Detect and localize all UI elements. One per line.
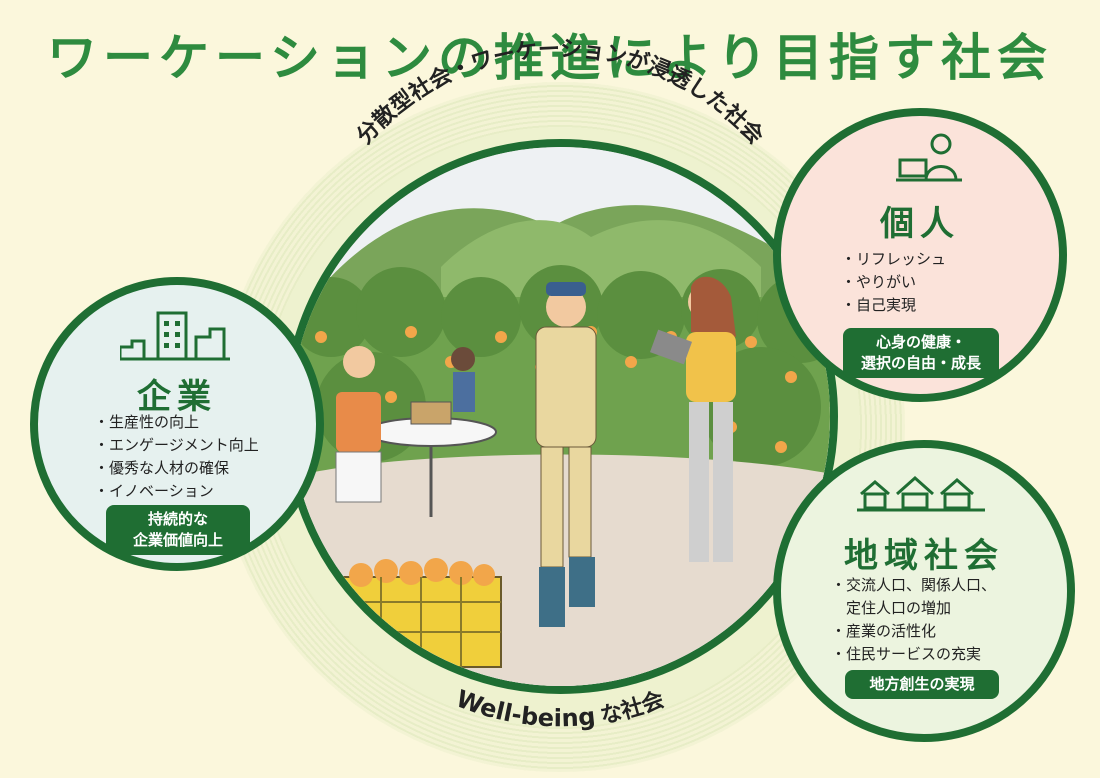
bottom-caption: Well-beingな社会	[452, 685, 667, 733]
list-item: 自己実現	[841, 294, 946, 317]
chiiki-badge: 地方創生の実現	[845, 670, 999, 699]
kigyo-list: 生産性の向上 エンゲージメント向上 優秀な人材の確保 イノベーション	[94, 411, 259, 503]
orchard-scene	[283, 139, 838, 694]
list-item: 交流人口、関係人口、	[831, 574, 996, 597]
list-item: リフレッシュ	[841, 248, 946, 271]
list-item: 住民サービスの充実	[831, 643, 996, 666]
kigyo-badge: 持続的な 企業価値向上	[106, 505, 250, 555]
town-icon	[857, 475, 985, 512]
list-item: イノベーション	[94, 480, 259, 503]
list-item: 生産性の向上	[94, 411, 259, 434]
list-item: エンゲージメント向上	[94, 434, 259, 457]
chiiki-list: 交流人口、関係人口、 定住人口の増加 産業の活性化 住民サービスの充実	[831, 574, 996, 666]
kojin-panel: 個人 リフレッシュ やりがい 自己実現 心身の健康・ 選択の自由・成長	[773, 108, 1067, 402]
list-item-continuation: 定住人口の増加	[846, 599, 952, 617]
kigyo-panel: 企業 生産性の向上 エンゲージメント向上 優秀な人材の確保 イノベーション 持続…	[30, 277, 324, 571]
list-item: 優秀な人材の確保	[94, 457, 259, 480]
kojin-list: リフレッシュ やりがい 自己実現	[841, 248, 946, 317]
page-title: ワーケーションの推進により目指す社会	[47, 29, 1053, 87]
laptop-worker-icon	[896, 133, 962, 182]
orchard-illustration	[291, 147, 830, 686]
list-item: 産業の活性化	[831, 620, 996, 643]
kojin-badge: 心身の健康・ 選択の自由・成長	[843, 328, 999, 378]
building-icon	[120, 311, 230, 361]
top-caption: 分散型社会・ワーケーションが浸透した社会	[352, 37, 768, 149]
list-item: やりがい	[841, 271, 946, 294]
kojin-title: 個人	[880, 204, 960, 244]
chiiki-panel: 地域社会 交流人口、関係人口、 定住人口の増加 産業の活性化 住民サービスの充実…	[773, 440, 1075, 742]
chiiki-title: 地域社会	[844, 536, 1004, 576]
